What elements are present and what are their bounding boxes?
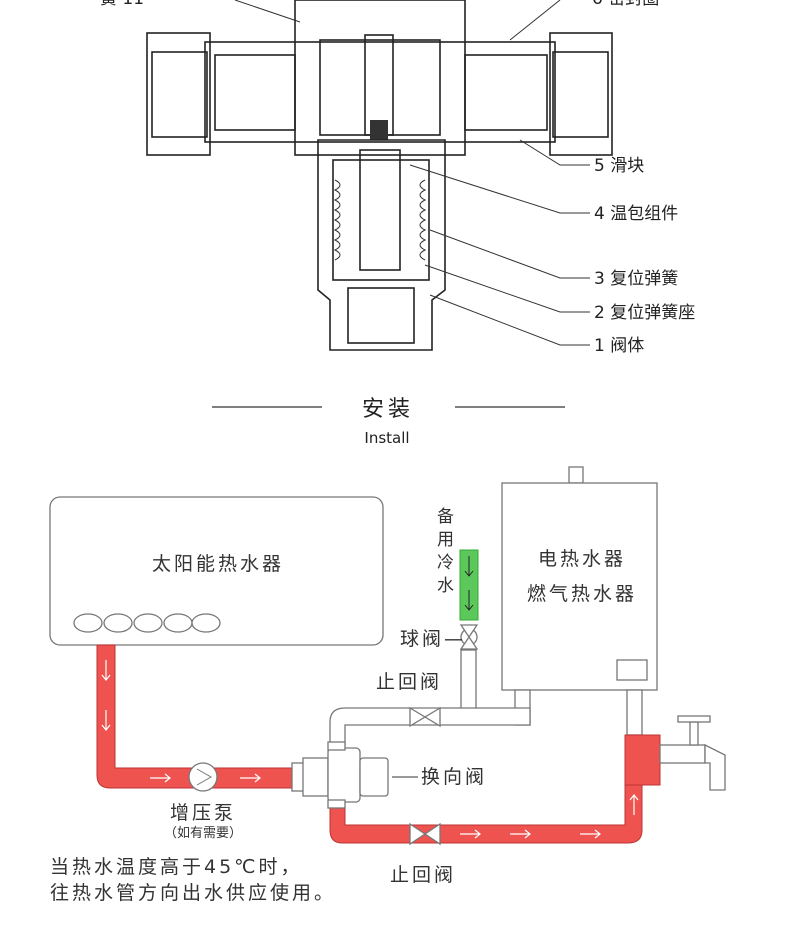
backup-cold-water-label: 备用冷水 — [433, 507, 454, 599]
section-subtitle: Install — [364, 429, 409, 447]
valve-cross-section: 簧 11 6 密封圈 5 滑块 4 温包组件 — [100, 0, 695, 356]
solar-heater — [49, 496, 384, 646]
diverter-valve-label: 换向阀 — [421, 766, 487, 788]
booster-pump-label: 增压泵 — [170, 802, 236, 824]
booster-pump-icon[interactable] — [188, 762, 218, 792]
ball-valve-label: 球阀— — [400, 628, 466, 650]
solar-tube-ends — [73, 613, 221, 633]
diverter-valve-icon[interactable] — [291, 741, 389, 809]
part-label-1: 1 阀体 — [594, 336, 644, 356]
note-line-2: 往热水管方向出水供应使用。 — [50, 882, 336, 904]
section-title: 安装 — [362, 397, 414, 422]
faucet-icon[interactable] — [659, 715, 726, 791]
install-header: 安装 Install — [212, 397, 565, 447]
check-valve-bottom-label: 止回阀 — [390, 864, 456, 886]
part-label-5: 5 滑块 — [594, 156, 644, 176]
check-valve-top-label: 止回阀 — [376, 671, 442, 693]
electric-gas-heater — [501, 482, 658, 691]
cold-pipes — [329, 649, 643, 746]
check-valve-bottom-icon[interactable] — [409, 822, 441, 846]
electric-heater-label: 电热水器 — [538, 548, 626, 570]
part-label-2: 2 复位弹簧座 — [594, 303, 695, 323]
label-seal: 6 密封圈 — [592, 0, 659, 9]
install-diagram: 太阳能热水器 电热水器 燃气热水器 备用冷水 球阀— 止回阀 — [49, 466, 726, 904]
hot-pipes — [96, 644, 661, 844]
solar-heater-label: 太阳能热水器 — [152, 553, 284, 575]
part-label-3: 3 复位弹簧 — [594, 269, 678, 289]
gas-heater-label: 燃气热水器 — [527, 583, 637, 605]
label-spring: 簧 11 — [100, 0, 144, 9]
cold-water-pipe — [459, 549, 479, 621]
part-label-4: 4 温包组件 — [594, 204, 678, 224]
booster-pump-note: （如有需要） — [164, 825, 242, 841]
check-valve-top-icon[interactable] — [409, 706, 441, 728]
note-line-1: 当热水温度高于45℃时， — [50, 856, 303, 878]
part-labels: 5 滑块 4 温包组件 3 复位弹簧 2 复位弹簧座 1 阀体 — [594, 156, 695, 356]
